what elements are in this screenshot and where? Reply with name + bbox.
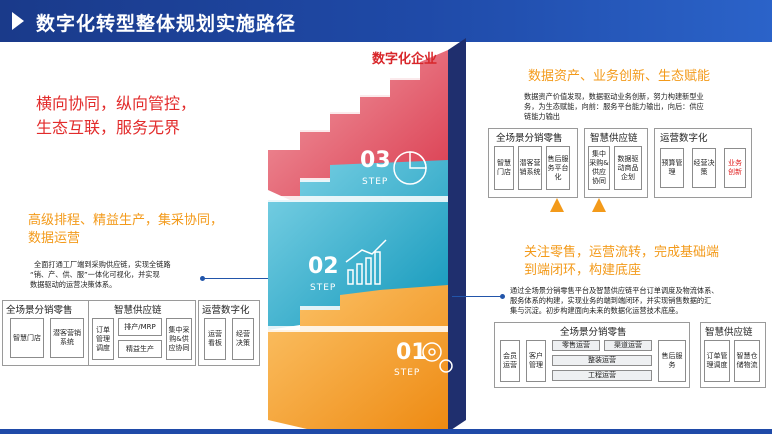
stage3-retail-item: 潜客营销系统: [518, 146, 542, 190]
connector-dot: [200, 276, 205, 281]
stage1-desc-2: 服务体系的构建，实现业务的端到端闭环，并实现销售数据的汇: [510, 296, 712, 305]
peak-label: 数字化企业: [372, 52, 438, 67]
stage1-chain-item: 订单管理调度: [704, 340, 730, 382]
arrow-up-icon: [550, 198, 564, 212]
stage2-desc-2: “销、产、供、服”一体化可视化，并实现: [30, 270, 160, 279]
stage2-desc-3: 数据驱动的运营决策体系。: [30, 280, 117, 289]
stage1-retail-item: 零售运营: [552, 340, 600, 351]
stage2-chain-title: 智慧供应链: [114, 305, 162, 316]
bottom-bar: [0, 429, 772, 434]
stage2-desc-1: 全面打通工厂端到采购供应链，实现全链路: [34, 260, 171, 269]
gears-icon: [422, 342, 453, 373]
stage1-retail-item: 客户管理: [526, 340, 546, 382]
stage3-ops-title: 运营数字化: [660, 133, 708, 144]
stage1-retail-item: 渠道运营: [604, 340, 652, 351]
stage1-headline-1: 关注零售，运营流转，完成基础端: [524, 245, 720, 260]
stage3-desc-1: 数据资产价值发现，数据驱动业务创新，努力构建新型业: [524, 92, 704, 101]
stair-block-1: [268, 285, 448, 432]
slogan-line-2: 生态互联，服务无界: [36, 118, 181, 137]
stage1-retail-item: 工程运营: [552, 370, 652, 381]
stage2-retail-item: 潜客营销系统: [50, 318, 84, 358]
connector-line: [204, 278, 268, 279]
slogan-line-1: 横向协同，纵向管控，: [36, 94, 197, 113]
stage2-headline-2: 数据运营: [28, 231, 81, 246]
stage3-ops-item-highlight: 业务创新: [724, 148, 746, 188]
stage3-chain-item: 集中采购&供应协同: [588, 146, 610, 190]
step-1-number: 01: [396, 340, 427, 365]
pie-chart-icon: [393, 151, 427, 185]
stair-steps: [268, 76, 448, 332]
stage3-chain-title: 智慧供应链: [590, 133, 638, 144]
stage3-ops-item: 经营决策: [692, 148, 716, 188]
stage2-ops-item: 运营看板: [204, 318, 226, 360]
stage1-headline-2: 到端闭环，构建底座: [524, 263, 642, 278]
stage3-retail-item: 售后服务平台化: [546, 146, 570, 190]
step-3-word: STEP: [362, 177, 389, 187]
stair-block-2: [268, 160, 448, 330]
stage1-desc-3: 集与沉淀。初步构建面向未来的数据化运营技术底座。: [510, 306, 683, 315]
stage1-chain-title: 智慧供应链: [705, 327, 753, 338]
stage1-desc-1: 通过全场景分销零售平台及智慧供应链平台订单调度及物流体系、: [510, 286, 719, 295]
stage2-ops-title: 运营数字化: [202, 305, 250, 316]
stage1-chain-item: 智慧仓储物流: [734, 340, 760, 382]
step-3-number: 03: [360, 148, 391, 173]
stage2-ops-item: 经营决策: [232, 318, 254, 360]
stage1-retail-item: 售后服务: [658, 340, 686, 382]
stage2-retail-title: 全场景分销零售: [6, 305, 73, 316]
stage1-retail-title: 全场景分销零售: [560, 327, 627, 338]
step-1-word: STEP: [394, 368, 421, 378]
stage3-desc-3: 链能力输出: [524, 112, 560, 121]
page-title: 数字化转型整体规划实施路径: [36, 13, 297, 35]
bar-growth-icon: [345, 239, 387, 285]
stage1-retail-item: 会员运营: [500, 340, 520, 382]
stage2-headline-1: 高级排程、精益生产，集采协同，: [28, 213, 224, 228]
play-triangle-icon: [12, 12, 24, 30]
stage3-retail-item: 智慧门店: [494, 146, 514, 190]
stage3-chain-item: 数据驱动商品企划: [614, 146, 642, 190]
stage2-chain-item: 精益生产: [118, 340, 162, 358]
stair-back-wall: [448, 38, 466, 432]
connector-dot: [500, 294, 505, 299]
header-bar: 数字化转型整体规划实施路径: [0, 0, 772, 42]
stage3-headline: 数据资产、业务创新、生态赋能: [528, 69, 711, 84]
stage2-chain-item: 订单管理调度: [92, 318, 114, 360]
stage3-desc-2: 务，为生态赋能，向前：服务平台能力输出，向后：供应: [524, 102, 704, 111]
arrow-up-icon: [592, 198, 606, 212]
step-2-number: 02: [308, 254, 339, 279]
stage1-retail-item: 整装运营: [552, 355, 652, 366]
stage3-ops-item: 预算管理: [660, 148, 684, 188]
stage2-chain-item: 排产/MRP: [118, 318, 162, 336]
stage2-retail-item: 智慧门店: [10, 318, 44, 358]
connector-line: [452, 296, 500, 297]
stage3-retail-title: 全场景分销零售: [496, 133, 563, 144]
step-2-word: STEP: [310, 283, 337, 293]
stage2-chain-item: 集中采购&供应协同: [166, 318, 192, 360]
